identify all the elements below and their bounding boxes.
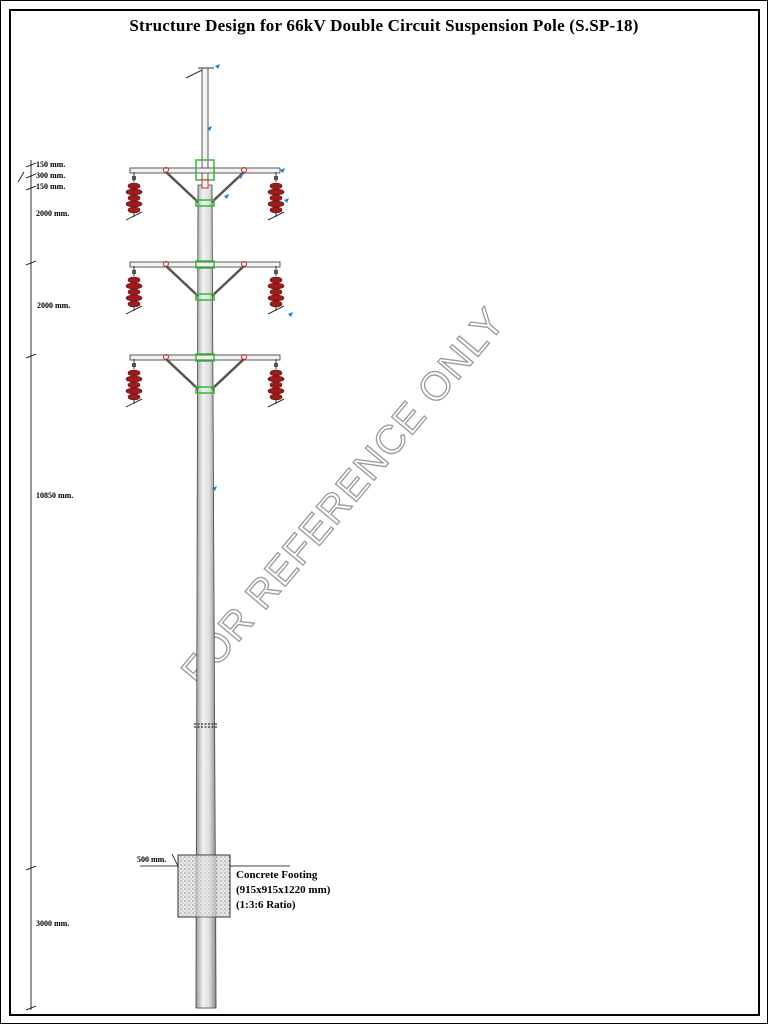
insulator-string bbox=[267, 265, 285, 315]
cross-arm-bottom bbox=[129, 353, 281, 394]
dim-300: 300 mm. bbox=[36, 171, 65, 180]
footing-label-ratio: (1:3:6 Ratio) bbox=[236, 899, 296, 911]
marker-icon bbox=[288, 312, 293, 317]
cross-arm-middle bbox=[129, 260, 293, 317]
footing-label-title: Concrete Footing bbox=[236, 869, 318, 881]
dim-150-bottom: 150 mm. bbox=[36, 182, 65, 191]
dimension-line bbox=[17, 160, 37, 1011]
concrete-footing bbox=[140, 853, 290, 1009]
insulator-string bbox=[125, 358, 143, 408]
marker-icon bbox=[215, 64, 220, 69]
insulator-string bbox=[125, 265, 143, 315]
dim-2000-lower: 2000 mm. bbox=[37, 301, 70, 310]
marker-icon bbox=[224, 194, 229, 199]
inner-border bbox=[9, 9, 760, 1016]
marker-icon bbox=[280, 168, 285, 173]
insulator-string bbox=[267, 358, 285, 408]
dim-500: 500 mm. bbox=[137, 855, 166, 864]
cross-arm-top bbox=[129, 159, 289, 207]
footing-label-size: (915x915x1220 mm) bbox=[236, 884, 331, 896]
dim-150-top: 150 mm. bbox=[36, 160, 65, 169]
marker-icon bbox=[207, 126, 212, 131]
insulator-string bbox=[125, 171, 143, 221]
marker-icon bbox=[212, 486, 217, 491]
dim-2000-upper: 2000 mm. bbox=[36, 209, 69, 218]
drawing-title: Structure Design for 66kV Double Circuit… bbox=[129, 16, 639, 35]
dim-3000: 3000 mm. bbox=[36, 919, 69, 928]
dim-10850: 10850 mm. bbox=[36, 491, 73, 500]
marker-icon bbox=[238, 174, 243, 179]
marker-icon bbox=[284, 198, 289, 203]
insulator-string bbox=[267, 171, 285, 221]
